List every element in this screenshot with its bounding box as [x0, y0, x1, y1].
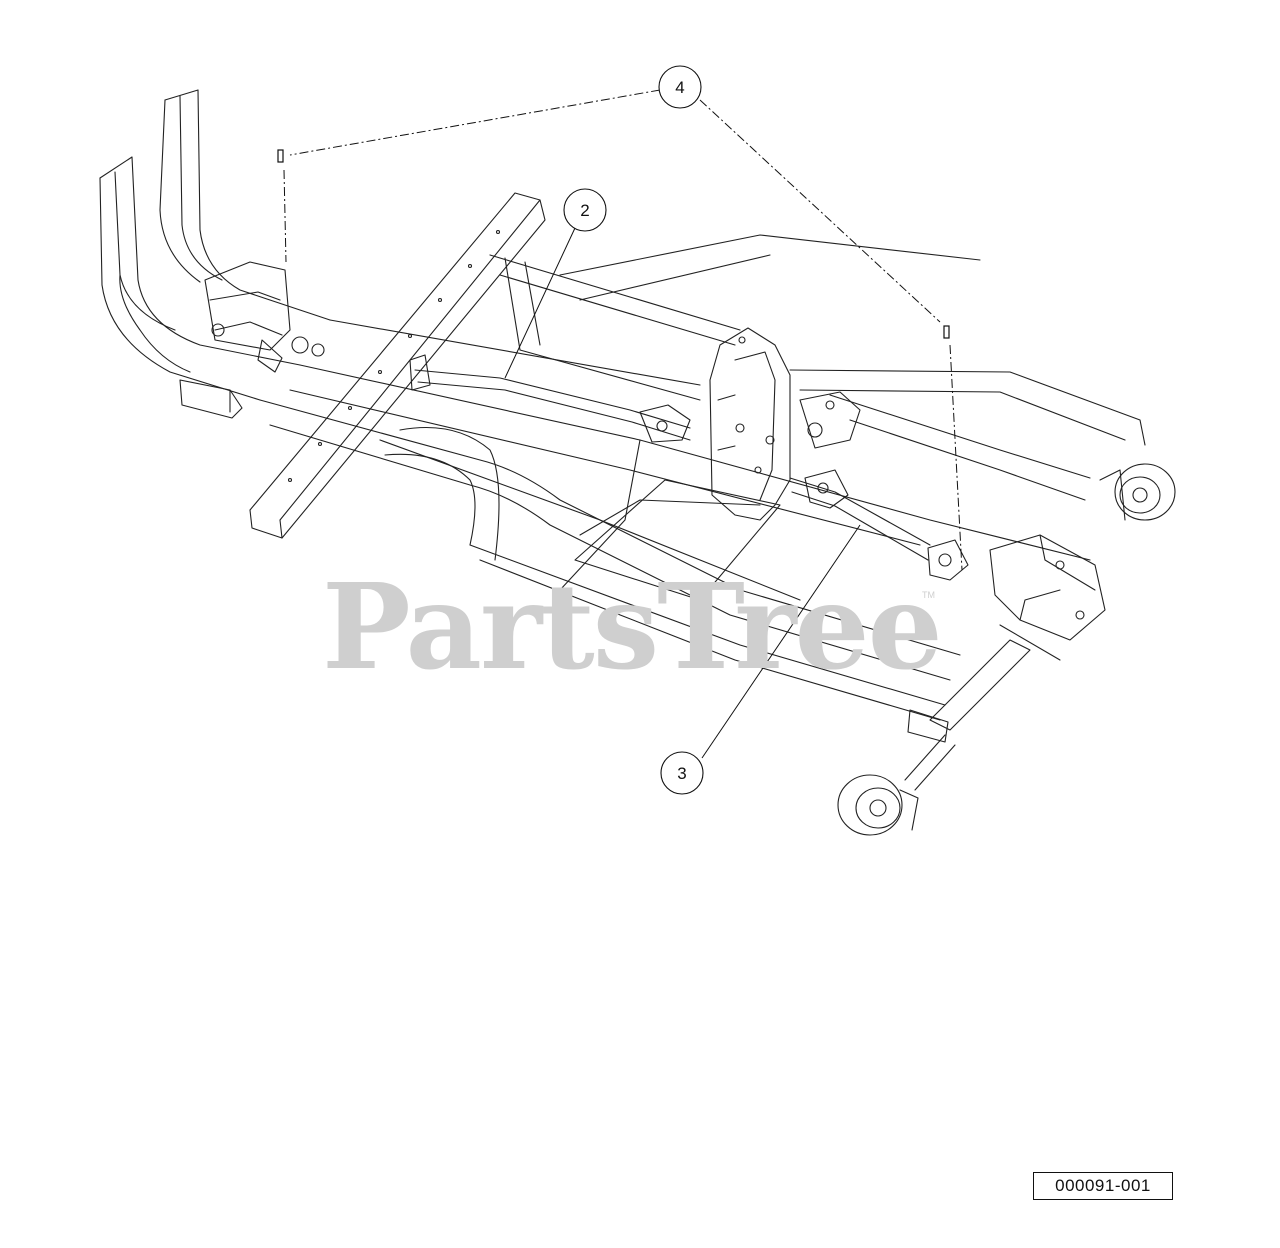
part-number-label: 000091-001 [1055, 1176, 1151, 1195]
callout-2[interactable]: 2 [563, 188, 607, 232]
roll-pin-left [277, 149, 284, 163]
left-gearbox [204, 261, 325, 373]
drive-shaft-2 [409, 354, 691, 443]
handle-tubes [99, 89, 331, 401]
base-plate [574, 479, 781, 601]
drive-shaft-3 [789, 469, 969, 581]
callout-4-label: 4 [675, 78, 684, 97]
solid-leaders [504, 227, 861, 759]
bottom-wheel-hub [837, 774, 919, 836]
watermark-text: PartsTree [322, 557, 941, 696]
watermark: PartsTree TM [322, 557, 943, 696]
callout-3[interactable]: 3 [660, 751, 704, 795]
leader-lines [283, 89, 963, 571]
center-gearbox [709, 327, 861, 521]
watermark-trademark: TM [922, 590, 935, 600]
main-frame-rails [259, 234, 1146, 721]
roll-pins [277, 149, 950, 339]
front-cross-member [249, 192, 546, 539]
rear-wheel-hub [1099, 463, 1176, 521]
left-foot-block [179, 379, 243, 419]
right-gearbox [904, 534, 1106, 791]
callout-4[interactable]: 4 [658, 65, 702, 109]
roll-pin-right [943, 325, 950, 339]
callout-2-label: 2 [580, 201, 589, 220]
callout-3-label: 3 [677, 764, 686, 783]
right-foot-block [907, 709, 949, 743]
part-number-box: 000091-001 [1033, 1172, 1173, 1200]
